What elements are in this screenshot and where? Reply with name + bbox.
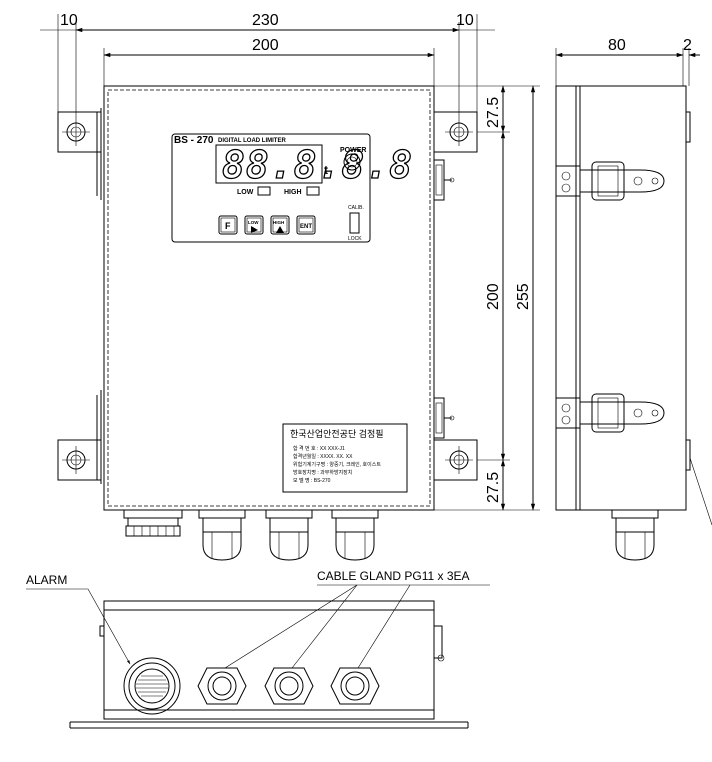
key-ent-button[interactable]: ENT [296,215,316,235]
key-high-button[interactable]: HIGH [270,215,290,235]
cable-gland-side [611,509,659,561]
mount-ear-top-right [433,111,478,153]
bottom-view: ALARM CABLE GLAND PG11 x 3EA [26,569,490,729]
dim-right-top: 27.5 [485,97,502,128]
high-indicator-lamp [306,186,320,196]
power-lamp-icon [343,153,361,171]
low-indicator-label: LOW [237,189,254,196]
dim-top-overall: 230 [252,12,279,29]
lock-label: LOCK [348,236,362,242]
play-triangle-icon [251,226,258,233]
certification-plate: 한국산업안전공단 검정필 합 격 번 호 : XX XXX-J1 합격년월일 :… [282,423,408,493]
plate-line-3: 위험기계기구명 : 양중기, 크레인, 호이스트 [293,461,381,468]
alarm-buzzer-front [123,509,183,537]
plate-line-5: 모 델 명 : BS-270 [293,477,331,484]
side-hinge-top [555,161,665,201]
front-view: BS - 270 DIGITAL LOAD LIMITER 88.8.8.8 t… [57,85,478,561]
side-hinge-bottom [555,393,665,433]
calib-label: CALIB. [348,205,364,211]
key-f-button[interactable]: F [218,215,238,235]
model-label: BS - 270 [174,135,214,146]
mount-ear-bottom-right [433,439,478,481]
vertical-dimensions: 27.5 200 255 27.5 [434,85,540,511]
plate-line-2: 합격년월일 : XXXX. XX. XX [293,453,353,460]
dim-top-right-ear: 10 [456,12,474,29]
seven-segment-display: 88.8.8.8 [222,143,413,187]
bottom-latch [433,625,445,662]
mount-ear-bottom-left [57,390,102,484]
key-low-button[interactable]: LOW [244,215,264,235]
high-indicator-label: HIGH [284,189,302,196]
cable-gland-bottom-2 [264,667,314,705]
dim-right-mid: 200 [485,283,502,310]
dim-side-depth: 80 [608,37,626,54]
dim-right-bottom: 27.5 [485,472,502,503]
svg-text:HIGH: HIGH [273,220,284,225]
svg-text:ENT: ENT [300,224,312,230]
top-dimensions: 10 230 10 200 [40,12,495,118]
control-panel: BS - 270 DIGITAL LOAD LIMITER 88.8.8.8 t… [171,133,413,243]
calib-switch[interactable] [349,212,360,234]
low-indicator-lamp [257,186,271,196]
alarm-buzzer-bottom [123,657,181,715]
subtitle-label: DIGITAL LOAD LIMITER [218,138,286,144]
plate-title: 한국산업안전공단 검정필 [290,428,384,439]
cable-gland-front-1 [198,509,246,561]
alarm-callout: ALARM [26,573,67,587]
display-window [215,144,323,184]
plate-line-1: 합 격 번 호 : XX XXX-J1 [293,445,345,452]
dim-right-overall: 255 [515,283,532,310]
up-triangle-icon [276,226,284,233]
svg-text:F: F [225,221,231,231]
cable-gland-front-2 [265,509,313,561]
latch-top [433,159,455,201]
dim-side-cover: 2 [683,37,692,54]
dim-top-left-ear: 10 [60,12,78,29]
side-view: 80 2 [555,37,712,561]
cable-gland-callout: CABLE GLAND PG11 x 3EA [317,569,470,583]
dim-top-body: 200 [252,37,279,54]
power-label: POWER [340,147,366,154]
cable-gland-bottom-1 [197,667,247,705]
cable-gland-front-3 [331,509,379,561]
unit-label: t [324,163,328,177]
mount-ear-top-left [57,108,102,200]
plate-line-4: 방호장치명 : 과부하방지장치 [293,469,352,476]
enclosure-door-outline [107,89,431,507]
cable-gland-bottom-3 [330,667,380,705]
latch-bottom [433,397,455,439]
svg-text:LOW: LOW [248,220,259,225]
